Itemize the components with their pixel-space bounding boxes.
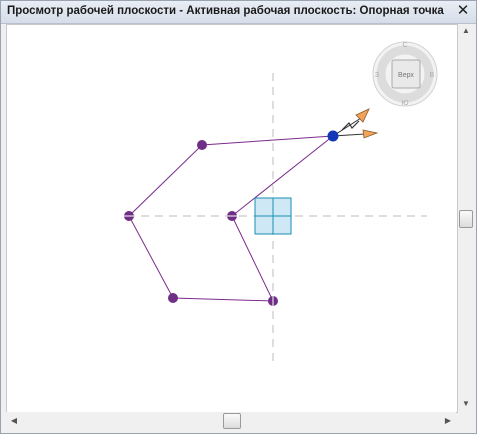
gizmo-rotate-icon[interactable] <box>341 120 360 131</box>
horizontal-scroll-thumb[interactable] <box>223 413 241 429</box>
tangent-handle-line <box>332 117 362 137</box>
view-cube[interactable]: Верх С В Ю З <box>372 41 438 107</box>
scroll-up-arrow[interactable]: ▲ <box>462 26 470 35</box>
scrollbar-corner <box>458 412 474 430</box>
scene-svg[interactable]: Верх С В Ю З <box>7 25 457 412</box>
compass-label-south: Ю <box>401 100 408 107</box>
title-bar[interactable]: Просмотр рабочей плоскости - Активная ра… <box>1 1 476 24</box>
gizmo-arrow-up-icon[interactable] <box>355 108 370 123</box>
close-icon[interactable]: ✕ <box>456 2 470 19</box>
scroll-left-arrow[interactable]: ◀ <box>10 416 18 425</box>
selected-path-vertex[interactable] <box>327 130 339 142</box>
window-title: Просмотр рабочей плоскости - Активная ра… <box>7 5 444 17</box>
viewport-canvas[interactable]: Верх С В Ю З <box>6 24 458 413</box>
vertical-scroll-thumb[interactable] <box>459 210 473 228</box>
compass-label-west: З <box>375 72 379 79</box>
view-cube-compass-ring[interactable] <box>376 45 434 103</box>
compass-label-north: С <box>402 42 407 49</box>
compass-label-east: В <box>430 72 435 79</box>
path-vertex[interactable] <box>197 140 207 150</box>
scroll-right-arrow[interactable]: ▶ <box>444 416 452 425</box>
horizontal-scrollbar[interactable]: ◀ ▶ <box>6 412 456 430</box>
path-vertex[interactable] <box>168 293 178 303</box>
view-cube-face[interactable] <box>391 59 421 89</box>
scroll-down-arrow[interactable]: ▼ <box>462 399 470 408</box>
vertical-scrollbar[interactable]: ▲ ▼ <box>458 24 474 411</box>
view-cube-face-label: Верх <box>398 72 414 79</box>
gizmo-arrow-right-icon[interactable] <box>362 129 379 139</box>
